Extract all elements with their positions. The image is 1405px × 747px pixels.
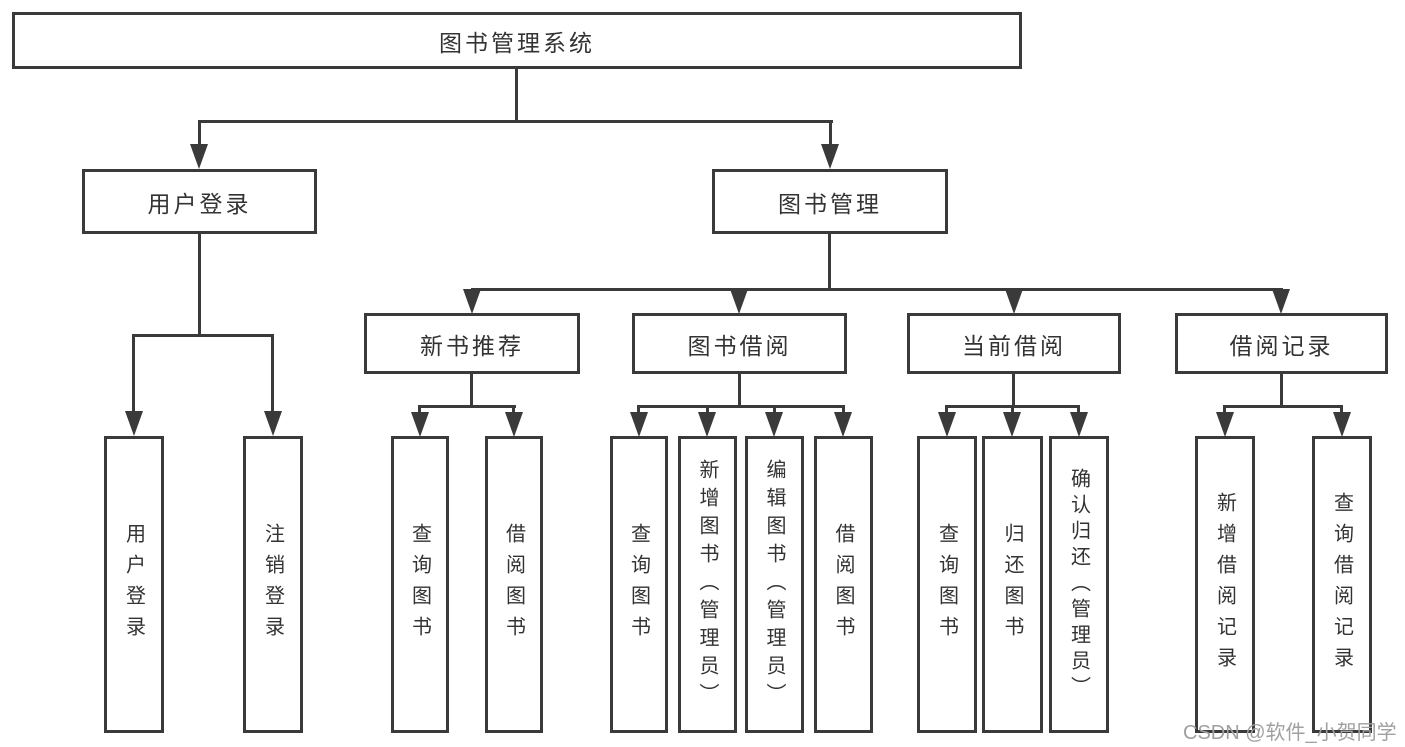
leaf-query-borrow-record: 查询借阅记录 bbox=[1312, 436, 1372, 733]
arrow-down-icon bbox=[765, 412, 783, 437]
node-user-login-label: 用户登录 bbox=[147, 190, 252, 217]
node-user-login: 用户登录 bbox=[82, 169, 317, 234]
connector-line bbox=[945, 405, 948, 415]
leaf-query-books-2: 查询图书 bbox=[610, 436, 668, 733]
connector-line bbox=[829, 120, 832, 147]
connector-line bbox=[198, 120, 833, 123]
connector-line bbox=[637, 405, 845, 408]
leaf-add-borrow-record-label: 新增借阅记录 bbox=[1213, 491, 1236, 678]
node-current-borrow-label: 当前借阅 bbox=[962, 332, 1066, 359]
leaf-return-books: 归还图书 bbox=[982, 436, 1043, 733]
connector-line bbox=[1280, 374, 1283, 408]
leaf-borrow-books-2: 借阅图书 bbox=[814, 436, 873, 733]
leaf-add-book-admin: 新增图书（管理员） bbox=[678, 436, 737, 733]
leaf-edit-book-admin: 编辑图书（管理员） bbox=[745, 436, 804, 733]
connector-line bbox=[1340, 405, 1343, 415]
leaf-borrow-books-1: 借阅图书 bbox=[485, 436, 543, 733]
leaf-confirm-return-admin-label: 确认归还（管理员） bbox=[1067, 467, 1090, 702]
node-book-borrow: 图书借阅 bbox=[632, 313, 847, 374]
arrow-down-icon bbox=[1272, 289, 1290, 314]
connector-line bbox=[842, 405, 845, 415]
arrow-down-icon bbox=[630, 412, 648, 437]
arrow-down-icon bbox=[264, 411, 282, 436]
connector-line bbox=[512, 405, 515, 415]
watermark: CSDN @软件_小贺同学 bbox=[1183, 722, 1397, 744]
node-system-label: 图书管理系统 bbox=[439, 29, 595, 56]
connector-line bbox=[1077, 405, 1080, 415]
arrow-down-icon bbox=[411, 412, 429, 437]
connector-line bbox=[1012, 374, 1015, 408]
leaf-logout: 注销登录 bbox=[243, 436, 303, 733]
leaf-query-books-3-label: 查询图书 bbox=[935, 522, 958, 647]
leaf-user-login-label: 用户登录 bbox=[122, 522, 145, 647]
leaf-query-books-1-label: 查询图书 bbox=[408, 522, 431, 647]
leaf-query-books-2-label: 查询图书 bbox=[627, 522, 650, 647]
node-borrow-records-label: 借阅记录 bbox=[1229, 332, 1334, 359]
connector-line bbox=[828, 234, 831, 291]
connector-line bbox=[738, 374, 741, 408]
node-borrow-records: 借阅记录 bbox=[1175, 313, 1388, 374]
connector-line bbox=[271, 334, 274, 413]
leaf-return-books-label: 归还图书 bbox=[1001, 522, 1023, 647]
arrow-down-icon bbox=[1003, 412, 1021, 437]
arrow-down-icon bbox=[463, 289, 481, 314]
leaf-add-borrow-record: 新增借阅记录 bbox=[1195, 436, 1255, 733]
node-new-book-recommend: 新书推荐 bbox=[364, 313, 580, 374]
node-book-management: 图书管理 bbox=[712, 169, 948, 234]
connector-line bbox=[470, 374, 473, 408]
node-book-management-label: 图书管理 bbox=[778, 190, 882, 217]
node-system: 图书管理系统 bbox=[12, 12, 1022, 69]
connector-line bbox=[198, 234, 201, 337]
connector-line bbox=[515, 68, 518, 123]
leaf-borrow-books-1-label: 借阅图书 bbox=[502, 522, 525, 647]
node-current-borrow: 当前借阅 bbox=[907, 313, 1121, 374]
leaf-borrow-books-2-label: 借阅图书 bbox=[832, 522, 854, 647]
arrow-down-icon bbox=[1333, 412, 1351, 437]
leaf-logout-label: 注销登录 bbox=[261, 522, 284, 647]
arrow-down-icon bbox=[190, 144, 208, 169]
arrow-down-icon bbox=[821, 144, 839, 169]
arrow-down-icon bbox=[1005, 289, 1023, 314]
leaf-user-login: 用户登录 bbox=[104, 436, 164, 733]
arrow-down-icon bbox=[730, 289, 748, 314]
connector-line bbox=[773, 405, 776, 415]
leaf-query-books-3: 查询图书 bbox=[917, 436, 977, 733]
arrow-down-icon bbox=[1070, 412, 1088, 437]
leaf-query-books-1: 查询图书 bbox=[391, 436, 449, 733]
connector-line bbox=[1223, 405, 1343, 408]
arrow-down-icon bbox=[125, 411, 143, 436]
connector-line bbox=[132, 334, 135, 413]
leaf-confirm-return-admin: 确认归还（管理员） bbox=[1049, 436, 1109, 733]
leaf-edit-book-admin-label: 编辑图书（管理员） bbox=[763, 458, 785, 711]
connector-line bbox=[1223, 405, 1226, 415]
arrow-down-icon bbox=[938, 412, 956, 437]
connector-line bbox=[471, 288, 1283, 291]
connector-line bbox=[706, 405, 709, 415]
arrow-down-icon bbox=[834, 412, 852, 437]
arrow-down-icon bbox=[505, 412, 523, 437]
leaf-add-book-admin-label: 新增图书（管理员） bbox=[696, 458, 718, 711]
arrow-down-icon bbox=[698, 412, 716, 437]
node-new-book-recommend-label: 新书推荐 bbox=[420, 332, 524, 359]
leaf-query-borrow-record-label: 查询借阅记录 bbox=[1330, 491, 1353, 678]
connector-line bbox=[132, 334, 274, 337]
connector-line bbox=[637, 405, 640, 415]
connector-line bbox=[418, 405, 421, 415]
connector-line bbox=[198, 120, 201, 147]
connector-line bbox=[418, 405, 516, 408]
node-book-borrow-label: 图书借阅 bbox=[687, 332, 792, 359]
connector-line bbox=[1011, 405, 1014, 415]
arrow-down-icon bbox=[1216, 412, 1234, 437]
